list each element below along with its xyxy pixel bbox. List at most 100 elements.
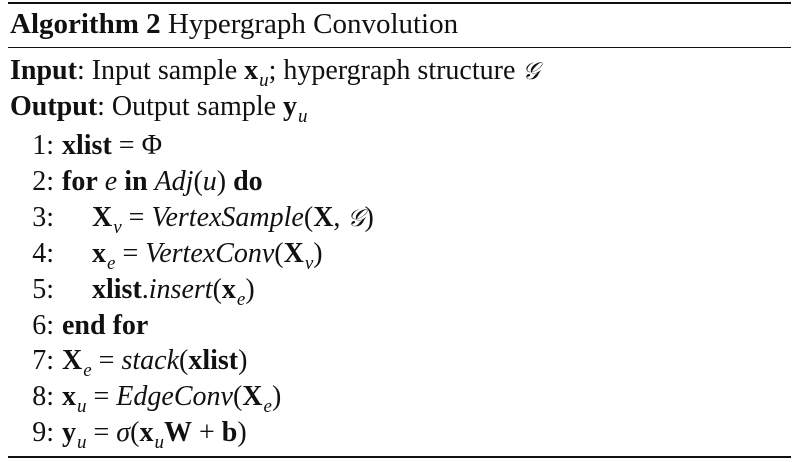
line-number: 2: bbox=[32, 166, 54, 197]
token-sub-e: e bbox=[236, 289, 246, 310]
algorithm-title: Algorithm 2 Hypergraph Convolution bbox=[10, 7, 458, 41]
bottom-rule bbox=[8, 456, 791, 458]
token-sub-u: u bbox=[77, 396, 87, 417]
token-plus: + bbox=[198, 417, 215, 448]
token-X: X bbox=[242, 381, 263, 412]
token-u: u bbox=[202, 166, 217, 197]
top-rule bbox=[8, 2, 791, 4]
token-X: X bbox=[62, 345, 83, 376]
algorithm-line-5: 5: xlist.insert(xe) bbox=[8, 272, 255, 311]
algorithm-label: Algorithm 2 bbox=[10, 8, 161, 40]
algorithm-line-6: 6: end for bbox=[8, 308, 148, 344]
token-lparen: ( bbox=[193, 166, 203, 197]
token-rparen: ) bbox=[271, 381, 282, 412]
title-rule bbox=[8, 47, 791, 48]
output-text: : Output sample bbox=[97, 91, 284, 122]
algorithm-line-4: 4:xe = VertexConv(Xv) bbox=[8, 236, 323, 275]
token-sub-u: u bbox=[154, 432, 164, 453]
token-sub-e: e bbox=[263, 396, 272, 417]
token-x: x bbox=[139, 417, 154, 448]
keyword-end-for: end for bbox=[62, 310, 149, 341]
algorithm-block: Algorithm 2 Hypergraph Convolution Input… bbox=[8, 0, 791, 462]
token-sub-e: e bbox=[83, 360, 92, 381]
token-equals: = bbox=[122, 238, 139, 269]
line-number: 9: bbox=[32, 417, 54, 448]
token-W: W bbox=[163, 417, 192, 448]
output-key: Output bbox=[10, 91, 98, 122]
line-body: xlist.insert(xe) bbox=[62, 272, 255, 311]
token-rparen: ) bbox=[238, 345, 248, 376]
token-sigma: σ bbox=[116, 417, 131, 448]
line-body: Xv = VertexSample(X, 𝒢) bbox=[62, 200, 374, 239]
algorithm-line-2: 2: for e in Adj(u) do bbox=[8, 164, 263, 200]
token-vertexsample: VertexSample bbox=[151, 202, 304, 233]
input-struct: 𝒢 bbox=[522, 57, 540, 85]
line-number: 8: bbox=[32, 381, 54, 412]
token-x: x bbox=[221, 274, 236, 305]
token-sub-v: v bbox=[304, 253, 314, 274]
token-lparen: ( bbox=[130, 417, 140, 448]
line-body: xlist = Φ bbox=[62, 128, 162, 164]
keyword-in: in bbox=[124, 166, 148, 197]
line-body: xe = VertexConv(Xv) bbox=[62, 236, 323, 275]
token-insert: insert bbox=[148, 274, 213, 305]
keyword-for: for bbox=[62, 166, 98, 197]
output-var: y bbox=[283, 91, 298, 122]
keyword-do: do bbox=[233, 166, 263, 197]
token-G: 𝒢 bbox=[347, 204, 365, 232]
line-body: Xe = stack(xlist) bbox=[62, 343, 247, 382]
token-rparen: ) bbox=[216, 166, 227, 197]
token-stack: stack bbox=[121, 345, 179, 376]
line-number: 7: bbox=[32, 345, 54, 376]
line-number: 3: bbox=[32, 202, 54, 233]
token-rparen: ) bbox=[364, 202, 374, 233]
algorithm-line-9: 9:yu = σ(xuW + b) bbox=[8, 415, 247, 454]
input-line: Input: Input sample xu; hypergraph struc… bbox=[10, 54, 539, 91]
token-X: X bbox=[313, 202, 334, 233]
token-rparen: ) bbox=[245, 274, 255, 305]
token-adj: Adj bbox=[154, 166, 194, 197]
token-dot: . bbox=[141, 274, 149, 305]
output-line: Output: Output sample yu bbox=[10, 90, 308, 127]
token-lparen: ( bbox=[212, 274, 222, 305]
line-body: yu = σ(xuW + b) bbox=[62, 415, 247, 454]
token-lparen: ( bbox=[303, 202, 314, 233]
token-equals: = bbox=[93, 381, 110, 412]
line-number: 4: bbox=[32, 238, 54, 269]
input-var: x bbox=[244, 55, 259, 86]
line-body: xu = EdgeConv(Xe) bbox=[62, 379, 281, 418]
input-rest: ; hypergraph structure bbox=[268, 55, 523, 86]
token-phi: Φ bbox=[141, 130, 163, 161]
input-sub: u bbox=[259, 70, 269, 91]
token-rparen: ) bbox=[237, 417, 247, 448]
token-equals: = bbox=[93, 417, 110, 448]
token-X: X bbox=[92, 202, 113, 233]
token-xlist: xlist bbox=[188, 345, 239, 376]
line-number: 1: bbox=[32, 130, 54, 161]
output-sub: u bbox=[298, 106, 308, 127]
token-rparen: ) bbox=[313, 238, 323, 269]
line-body: for e in Adj(u) do bbox=[62, 164, 263, 200]
token-e: e bbox=[104, 166, 118, 197]
line-number: 5: bbox=[32, 274, 54, 305]
token-lparen: ( bbox=[179, 345, 189, 376]
token-equals: = bbox=[118, 130, 135, 161]
token-edgeconv: EdgeConv bbox=[116, 381, 233, 412]
token-equals: = bbox=[98, 345, 115, 376]
input-text: : Input sample bbox=[76, 55, 245, 86]
token-comma: , bbox=[333, 202, 341, 233]
token-y: y bbox=[62, 417, 76, 448]
token-x: x bbox=[62, 381, 76, 412]
line-number: 6: bbox=[32, 310, 54, 341]
token-b: b bbox=[221, 417, 238, 448]
token-lparen: ( bbox=[274, 238, 284, 269]
token-X: X bbox=[283, 238, 304, 269]
algorithm-line-8: 8: xu = EdgeConv(Xe) bbox=[8, 379, 281, 418]
token-sub-e: e bbox=[107, 253, 116, 274]
algorithm-name: Hypergraph Convolution bbox=[167, 8, 459, 40]
input-key: Input bbox=[10, 55, 77, 86]
token-xlist: xlist bbox=[62, 130, 112, 161]
token-sub-v: v bbox=[113, 217, 122, 238]
algorithm-line-1: 1: xlist = Φ bbox=[8, 128, 162, 164]
token-equals: = bbox=[128, 202, 145, 233]
